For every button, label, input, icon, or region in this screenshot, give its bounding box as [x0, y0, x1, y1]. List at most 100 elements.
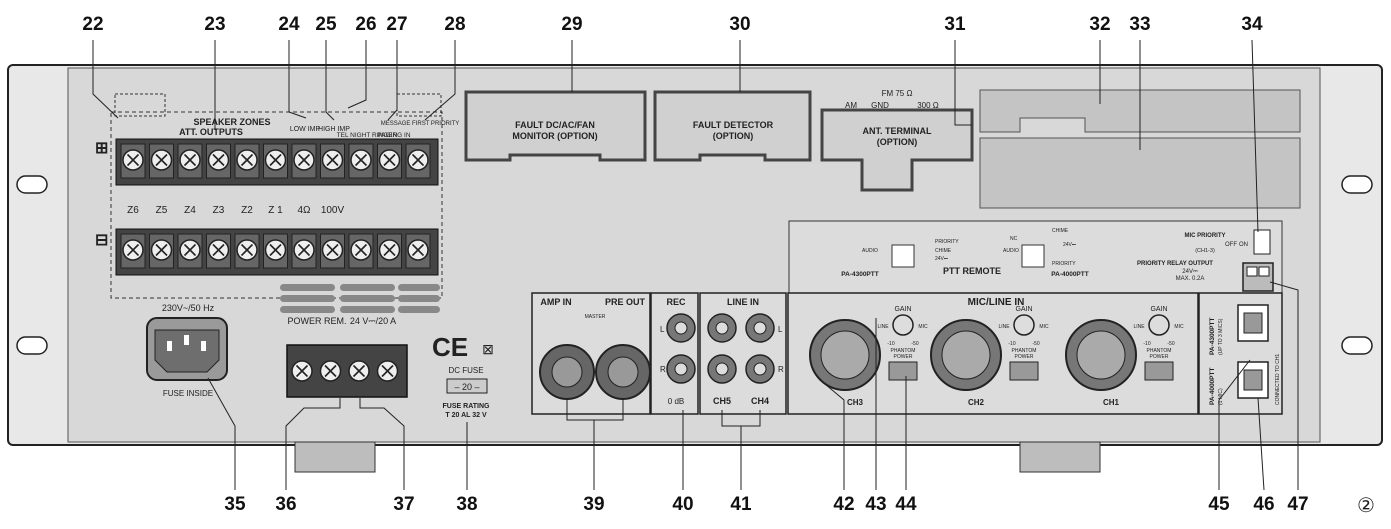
fault-detector-line2: (OPTION) [713, 131, 754, 141]
weee-icon: ⊠ [482, 341, 494, 357]
terminal-top-screw-slot [212, 153, 225, 167]
combo-jack-inner [820, 330, 870, 380]
callout-number: 24 [278, 14, 300, 35]
gain-mic-label: MIC [918, 324, 928, 330]
line-in-title: LINE IN [727, 297, 759, 307]
terminal-top-screw-slot [297, 153, 311, 167]
speaker-terminals-negative [115, 228, 439, 276]
callout-number: 34 [1241, 14, 1263, 35]
phantom-label-2: POWER [894, 354, 913, 360]
line-in-ch4-r-inner [753, 362, 767, 376]
rj45-4300-inner [1243, 312, 1263, 334]
iec-pin-l [167, 341, 172, 351]
phantom-label-2: POWER [1015, 354, 1034, 360]
gain-min-label: -10 [887, 341, 894, 347]
callout-number: 47 [1287, 494, 1308, 515]
low-imp-label: LOW IMP [290, 126, 321, 133]
pre-out-label: PRE OUT [605, 297, 646, 307]
power-screw-slot [295, 364, 309, 378]
phantom-label-1: PHANTOM [1012, 348, 1037, 354]
iec-pin-n [201, 341, 206, 351]
rj45-top-model: PA-4300PTT [1209, 318, 1216, 355]
gain-max-label: -50 [1032, 341, 1039, 347]
pre-out-jack-inner [607, 356, 639, 388]
ant-300: 300 Ω [917, 101, 939, 110]
terminal-bottom-screw-slot [240, 243, 254, 257]
gain-min-label: -10 [1008, 341, 1015, 347]
terminal-bottom-screw-slot [126, 243, 140, 257]
relay-slot-minus [1258, 266, 1270, 277]
gain-knob[interactable] [1013, 314, 1035, 336]
gain-label: GAIN [894, 306, 911, 313]
callout-number: 27 [386, 14, 407, 35]
line-in-ch5-r-inner [715, 362, 729, 376]
line-in-l: L [778, 325, 783, 334]
rj45-bottom-sub: (1 MIC) [1218, 388, 1224, 405]
terminal-bottom-screw-slot [354, 243, 368, 257]
mic-priority-title: MIC PRIORITY [1184, 233, 1225, 239]
rec-l: L [660, 325, 665, 334]
phantom-switch[interactable] [1144, 361, 1174, 381]
callout-number: 37 [393, 494, 414, 515]
line-in-ch4: CH4 [751, 396, 769, 406]
phantom-switch[interactable] [1009, 361, 1039, 381]
fault-detector-plate [653, 90, 812, 162]
terminal-bottom-screw-slot [183, 243, 197, 257]
zone-label: Z5 [156, 205, 168, 216]
callout-number: 25 [315, 14, 337, 35]
terminal-bottom-screw-slot [326, 243, 339, 257]
speaker-hook-left [114, 93, 166, 117]
gain-knob[interactable] [892, 314, 914, 336]
phantom-switch[interactable] [888, 361, 918, 381]
ptt-right-model: PA-4000PTT [1051, 271, 1088, 278]
mic-priority-dip-switch[interactable] [1253, 229, 1271, 255]
callout-number: 38 [456, 494, 477, 515]
terminal-top-screw-slot [326, 153, 339, 167]
callout-number: 26 [355, 14, 376, 35]
foot-left [294, 441, 376, 473]
dc-fuse-holder[interactable] [446, 378, 488, 394]
master-label: MASTER [585, 314, 606, 320]
gain-min-label: -10 [1143, 341, 1150, 347]
terminal-bottom-screw-slot [297, 243, 311, 257]
mic-line-title: MIC/LINE IN [968, 297, 1025, 308]
rec-title: REC [666, 297, 686, 307]
zone-label: Z 1 [268, 205, 283, 216]
dc24-label: 24 V⎓/20 A [350, 316, 396, 326]
gain-knob[interactable] [1148, 314, 1170, 336]
power-terminal-screws [291, 360, 399, 382]
ptt-remote-title: PTT REMOTE [943, 266, 1001, 276]
rec-r-inner [674, 362, 688, 376]
ptt-priority-left: PRIORITY [935, 239, 959, 245]
minus-sign-box: ⊟ [95, 232, 108, 249]
mic-priority-sub: (CH1-3) [1195, 248, 1215, 254]
figure-mark: ② [1357, 495, 1375, 517]
callout-number: 42 [833, 494, 854, 515]
callout-number: 44 [895, 494, 917, 515]
callout-number: 43 [865, 494, 886, 515]
line-in-section [699, 292, 787, 415]
callout-number: 32 [1089, 14, 1110, 35]
message-priority-label: MESSAGE FIRST PRIORITY [381, 121, 460, 127]
speaker-terminals-positive [115, 138, 439, 186]
speaker-att-outputs-title: ATT. OUTPUTS [179, 127, 243, 137]
ant-title2: (OPTION) [877, 137, 918, 147]
ptt-chime-left: CHIME [935, 248, 952, 254]
callout-number: 33 [1129, 14, 1150, 35]
zone-label: Z6 [127, 205, 139, 216]
zone-label: Z3 [213, 205, 225, 216]
speaker-terminal-area [110, 111, 443, 299]
power-rem-label: POWER REM. [287, 316, 346, 326]
terminal-top-screw-slot [269, 153, 282, 167]
gain-label: GAIN [1150, 306, 1167, 313]
combo-jack-inner [1076, 330, 1126, 380]
priority-relay-spec2: MAX. 0.2A [1176, 276, 1205, 282]
terminal-bottom-screw-slot [212, 243, 225, 257]
channel-label: CH2 [968, 398, 985, 407]
terminal-top-screw-slot [383, 153, 396, 167]
zone-label: 4Ω [297, 205, 311, 216]
channel-label: CH1 [1103, 398, 1120, 407]
